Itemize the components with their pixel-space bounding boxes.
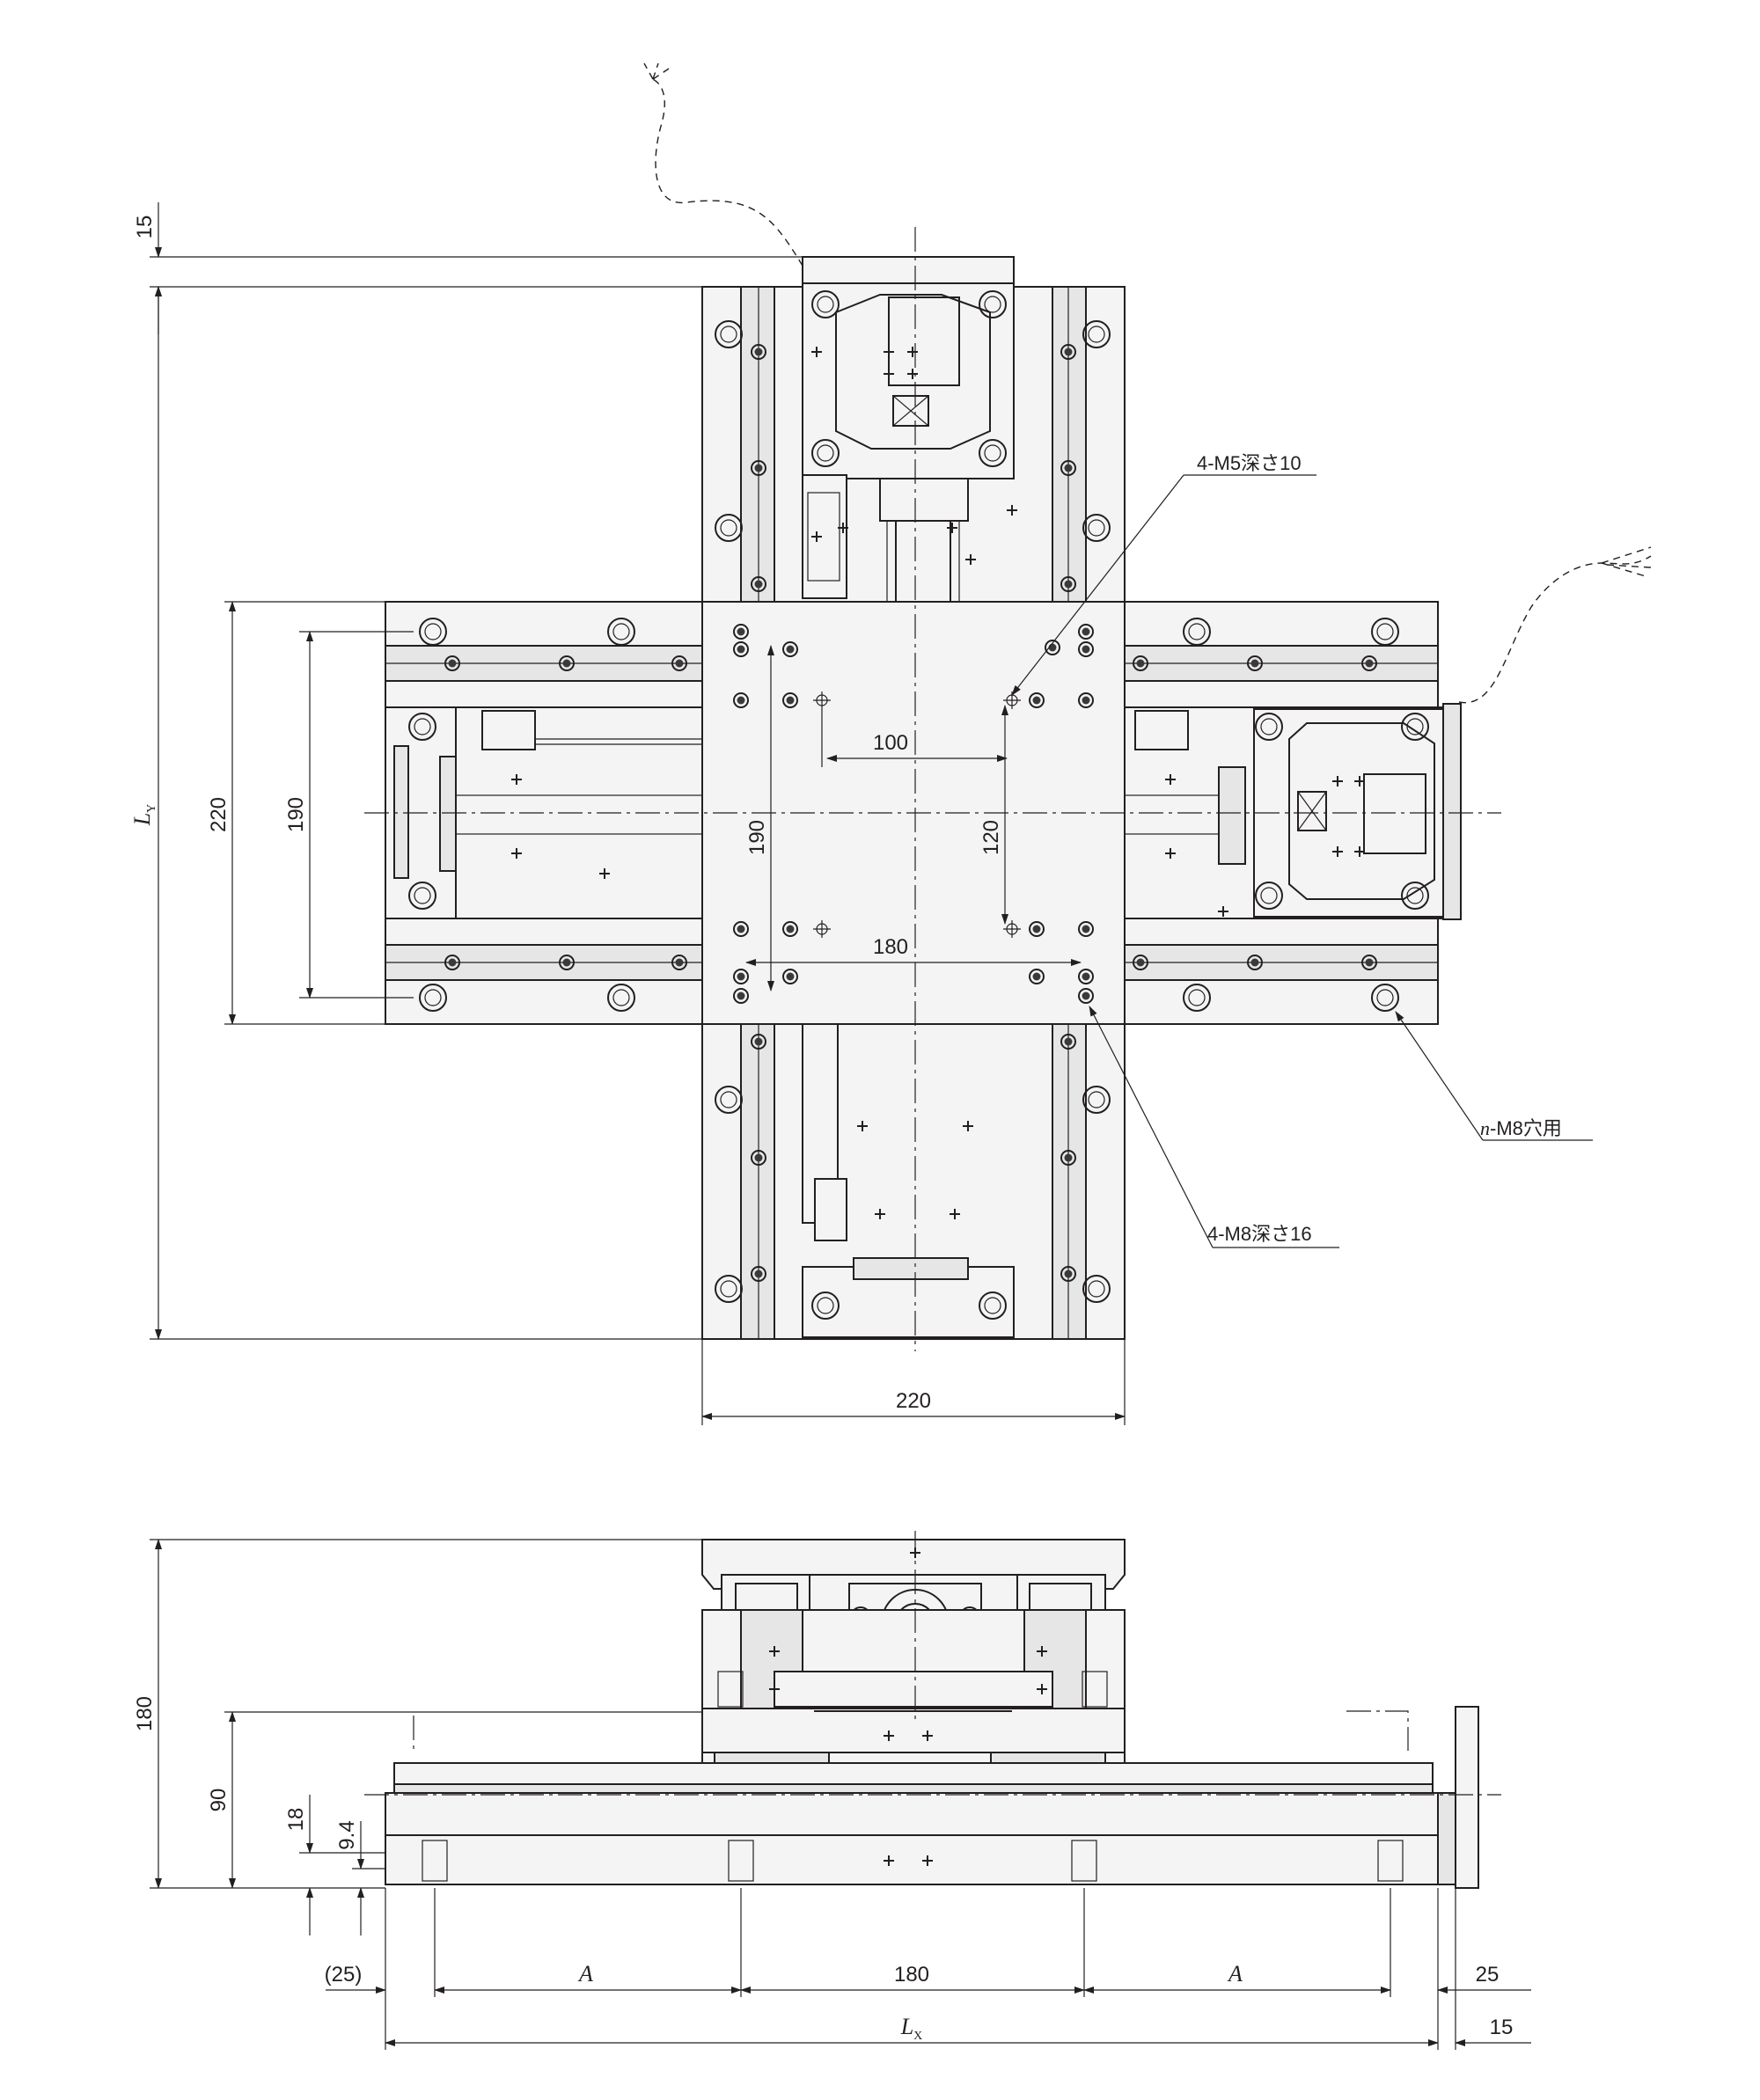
dim-rail-pitch: 190 — [284, 797, 308, 832]
dim-lower-height: 90 — [207, 1789, 231, 1812]
dim-hole-pitch-y-m8: 190 — [745, 820, 769, 855]
callout-base-holes: n-M8穴用 — [1480, 1117, 1562, 1139]
dim-ly: LY — [129, 804, 158, 827]
front-view — [364, 1531, 1501, 1889]
callout-m5: 4-M5深さ10 — [1197, 452, 1302, 474]
front-view-dimensions: 180 90 18 9.4 (25) A 180 A 25 LX 15 — [133, 1539, 1531, 2050]
dim-right-margin: 25 — [1476, 1963, 1500, 1987]
callout-m8: 4-M8深さ16 — [1207, 1223, 1312, 1245]
dim-lx: LX — [900, 2014, 923, 2043]
dim-pitch-a-right: A — [1227, 1961, 1243, 1987]
dim-hole-pitch-y-m5: 120 — [979, 820, 1003, 855]
dim-base-thickness: 18 — [284, 1808, 308, 1832]
dim-total-height: 180 — [133, 1696, 157, 1731]
callouts: 4-M5深さ10 n-M8穴用 4-M8深さ16 — [1011, 452, 1593, 1248]
top-view-dimensions: 15 LY 220 190 190 120 100 180 220 — [129, 202, 1126, 1425]
dim-motor-offset: 15 — [1490, 2016, 1514, 2039]
dim-left-margin: (25) — [325, 1963, 363, 1987]
top-view — [364, 62, 1652, 1351]
dim-pitch-a-left: A — [577, 1961, 593, 1987]
dim-center-pitch: 180 — [894, 1963, 929, 1987]
dim-hole-pitch-x-m8: 180 — [873, 935, 908, 959]
dim-table-width: 220 — [896, 1389, 931, 1413]
dim-hole-pitch-x-m5: 100 — [873, 731, 908, 755]
dim-table-height: 220 — [207, 797, 231, 832]
dim-hole-depth: 9.4 — [335, 1820, 359, 1849]
dim-top-offset: 15 — [133, 216, 157, 239]
